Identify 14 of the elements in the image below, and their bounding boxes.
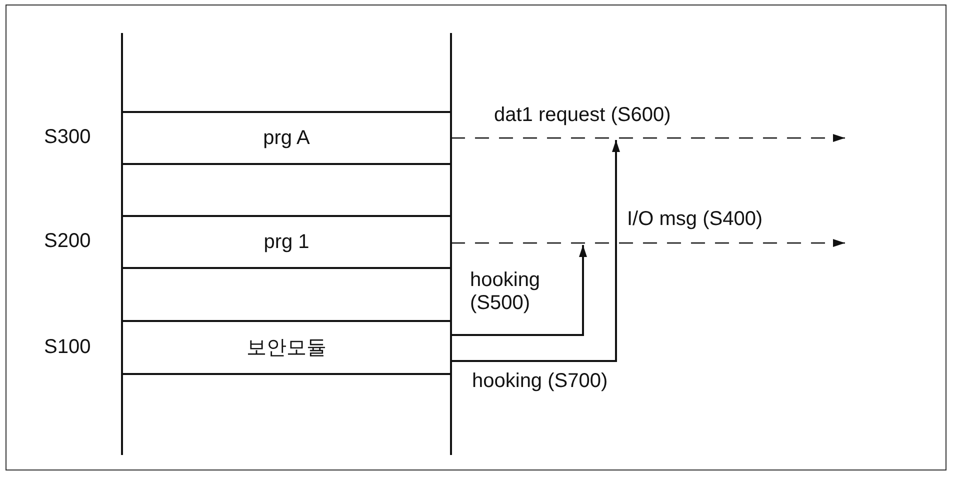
layer-row xyxy=(122,320,451,375)
layer-label: prg 1 xyxy=(264,230,310,254)
arrow xyxy=(451,239,845,247)
step-label: S100 xyxy=(44,336,91,358)
arrow xyxy=(451,245,587,336)
step-label: S200 xyxy=(44,230,91,253)
layer-label: 보안모듈 xyxy=(246,336,326,361)
arrow xyxy=(451,134,845,142)
edge-label: dat1 request (S600) xyxy=(492,104,673,127)
step-label: S300 xyxy=(44,126,91,149)
layer-row xyxy=(122,111,451,165)
layer-label: prg A xyxy=(263,126,310,150)
layer-row xyxy=(122,215,451,269)
arrow xyxy=(451,140,620,362)
